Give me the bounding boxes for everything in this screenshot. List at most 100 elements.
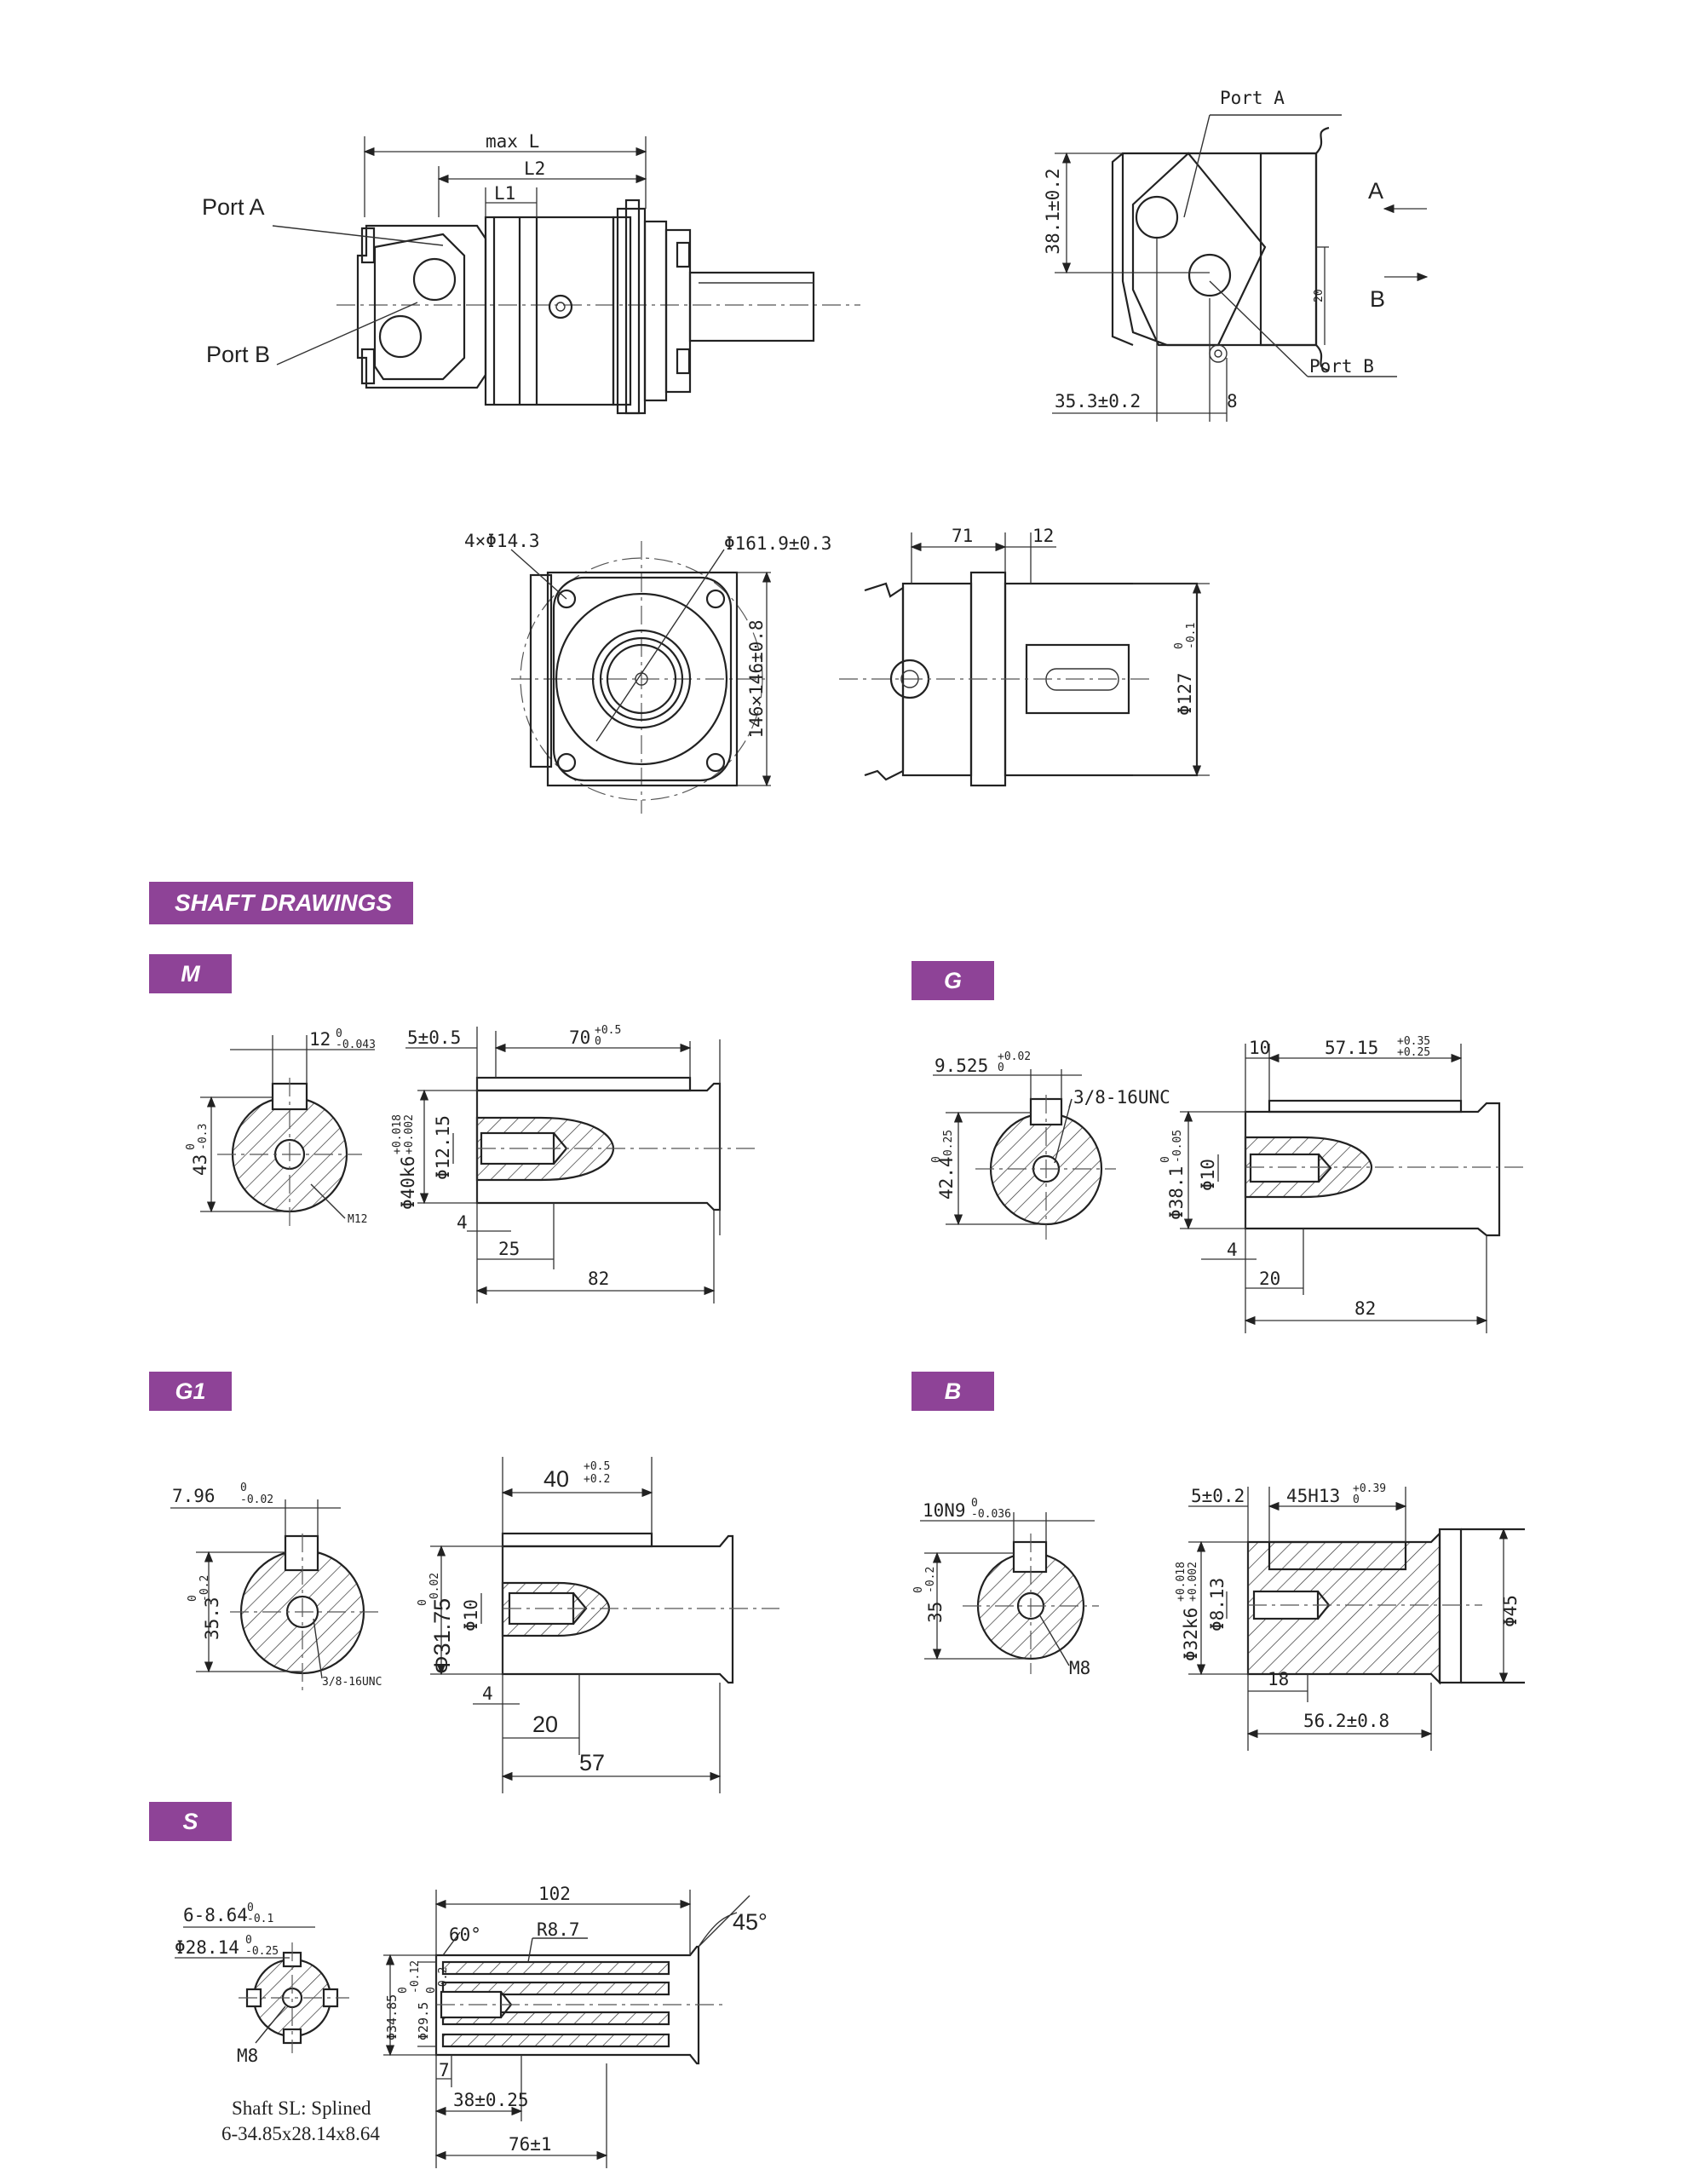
g-height-tol: 0: [930, 1156, 943, 1163]
g1-height: 35.3: [202, 1597, 222, 1640]
shaft-tag-s: S: [149, 1802, 232, 1841]
motor-port-view: 38.1±0.2 35.3±0.2 8 20 Port A Port B A B: [1043, 88, 1429, 422]
g1-dia: Φ31.75: [429, 1598, 455, 1674]
g1-d20: 20: [532, 1712, 558, 1737]
s-caption-2: 6-34.85x28.14x8.64: [221, 2123, 380, 2144]
b-hole: Φ8.13: [1207, 1578, 1228, 1631]
g1-hole: Φ10: [461, 1599, 481, 1631]
g-height: 42.4: [936, 1156, 957, 1200]
b-key-len-tol2: 0: [1353, 1493, 1360, 1506]
dim-l1: L1: [494, 183, 515, 204]
s-d102: 102: [538, 1884, 571, 1904]
b-height: 35: [925, 1602, 946, 1623]
m-d4: 4: [457, 1212, 468, 1233]
m-dia-tol: +0.018: [391, 1114, 404, 1154]
s-angle45: 45°: [733, 1909, 768, 1935]
s-inner: Φ29.5: [416, 2002, 431, 2040]
s-d38: 38±0.25: [453, 2090, 529, 2110]
dim-flange-pcd: Φ161.9±0.3: [724, 533, 831, 554]
g-dia-tol: 0: [1159, 1156, 1172, 1163]
g1-key-width: 7.96: [172, 1486, 216, 1506]
shaft-tag-m: M: [149, 954, 232, 993]
g1-key-tol: 0: [240, 1482, 247, 1494]
m-key-len-tol2: 0: [595, 1035, 601, 1048]
s-major-tol: 0: [397, 1987, 410, 1994]
s-caption-1: Shaft SL: Splined: [232, 2098, 371, 2119]
b-key-tol: 0: [971, 1497, 978, 1510]
g-d4: 4: [1227, 1240, 1238, 1260]
b-dia-tol2: +0.002: [1187, 1562, 1199, 1602]
shaft-m-drawing: 12 0 -0.043 43 0 -0.3 M12 5±0.5 70 +0.5 …: [185, 1024, 758, 1303]
s-d76: 76±1: [509, 2134, 552, 2155]
s-thread: M8: [237, 2046, 258, 2066]
b-key-width: 10N9: [923, 1500, 966, 1521]
g-hole: Φ10: [1198, 1159, 1218, 1191]
b-thread: M8: [1069, 1658, 1090, 1678]
g1-thread: 3/8-16UNC: [322, 1676, 382, 1689]
g-dia-tol2: -0.05: [1171, 1130, 1184, 1163]
flange-front-view: 4×Φ14.3 Φ161.9±0.3 146×146±0.8: [464, 531, 831, 814]
s-spline-tol2: -0.1: [247, 1913, 273, 1925]
s-spline-tol: 0: [247, 1902, 254, 1914]
b-height-tol2: -0.2: [924, 1567, 937, 1593]
shaft-s-drawing: 6-8.64 0 -0.1 Φ28.14 0 -0.25 M8 Shaft SL…: [175, 1884, 768, 2168]
g1-d4: 4: [482, 1683, 493, 1704]
g-d20: 20: [1259, 1269, 1280, 1289]
arrow-a-label: A: [1368, 178, 1383, 204]
b-height-tol: 0: [912, 1586, 925, 1593]
g1-dia-tol: 0: [417, 1599, 429, 1606]
m-height-tol: 0: [185, 1143, 198, 1150]
b-d18: 18: [1268, 1669, 1289, 1689]
dim-pilot-dia: Φ127: [1175, 672, 1195, 716]
g-key-width: 9.525: [935, 1056, 988, 1076]
g-key-len: 57.15: [1325, 1038, 1378, 1058]
label-port-a-2: Port A: [1220, 88, 1285, 108]
dim-pilot-tol2: -0.1: [1185, 623, 1198, 649]
b-flange: Φ45: [1500, 1595, 1521, 1627]
dim-port-small: 20: [1313, 289, 1326, 302]
m-key-len: 70: [569, 1027, 590, 1048]
s-angle60: 60°: [449, 1925, 481, 1945]
g-d10: 10: [1249, 1038, 1270, 1058]
g1-dia-tol2: -0.02: [428, 1573, 441, 1606]
g-key-tol2: 0: [998, 1062, 1004, 1074]
m-lead: 5±0.5: [407, 1027, 461, 1048]
s-major-tol2: -0.12: [409, 1960, 422, 1994]
b-lead: 5±0.2: [1191, 1486, 1245, 1506]
g1-key-len-tol: +0.5: [584, 1460, 610, 1473]
g-key-len-tol2: +0.25: [1397, 1046, 1430, 1059]
dim-flange-holes: 4×Φ14.3: [464, 531, 540, 551]
g-dia: Φ38.1: [1166, 1166, 1187, 1220]
g-d82: 82: [1354, 1298, 1376, 1319]
g-height-tol2: -0.25: [942, 1130, 955, 1163]
label-port-a: Port A: [202, 194, 265, 220]
m-key-tol2: -0.043: [336, 1039, 376, 1051]
shaft-tag-g: G: [912, 961, 994, 1000]
shaft-g1-drawing: 7.96 0 -0.02 35.3 0 -0.2 3/8-16UNC 40 +0…: [170, 1457, 779, 1793]
m-height-tol2: -0.3: [197, 1124, 210, 1150]
label-port-b-2: Port B: [1309, 356, 1374, 377]
dim-port-offset: 35.3±0.2: [1055, 391, 1141, 411]
shaft-tag-g1: G1: [149, 1372, 232, 1411]
m-dia-tol2: +0.002: [403, 1114, 416, 1154]
b-key-len: 45H13: [1286, 1486, 1340, 1506]
shaft-tag-b: B: [912, 1372, 994, 1411]
flange-side-view: 71 12 Φ127 0 -0.1: [839, 526, 1210, 787]
g1-key-tol2: -0.02: [240, 1493, 273, 1506]
g1-d57: 57: [579, 1750, 605, 1775]
m-dia: Φ40k6: [398, 1156, 418, 1210]
m-key-width: 12: [309, 1029, 331, 1050]
g1-key-len-tol2: +0.2: [584, 1473, 610, 1486]
dim-flange-12: 12: [1032, 526, 1054, 546]
b-d56: 56.2±0.8: [1303, 1711, 1389, 1731]
m-d25: 25: [498, 1239, 520, 1259]
m-hole: Φ12.15: [433, 1115, 453, 1180]
b-key-tol2: -0.036: [971, 1508, 1011, 1521]
s-d7: 7: [439, 2060, 450, 2080]
b-dia: Φ32k6: [1181, 1608, 1201, 1661]
s-inner-tol: 0: [425, 1987, 438, 1994]
s-inner-tol2: -0.2: [437, 1967, 450, 1994]
dim-max-l: max L: [486, 131, 539, 152]
